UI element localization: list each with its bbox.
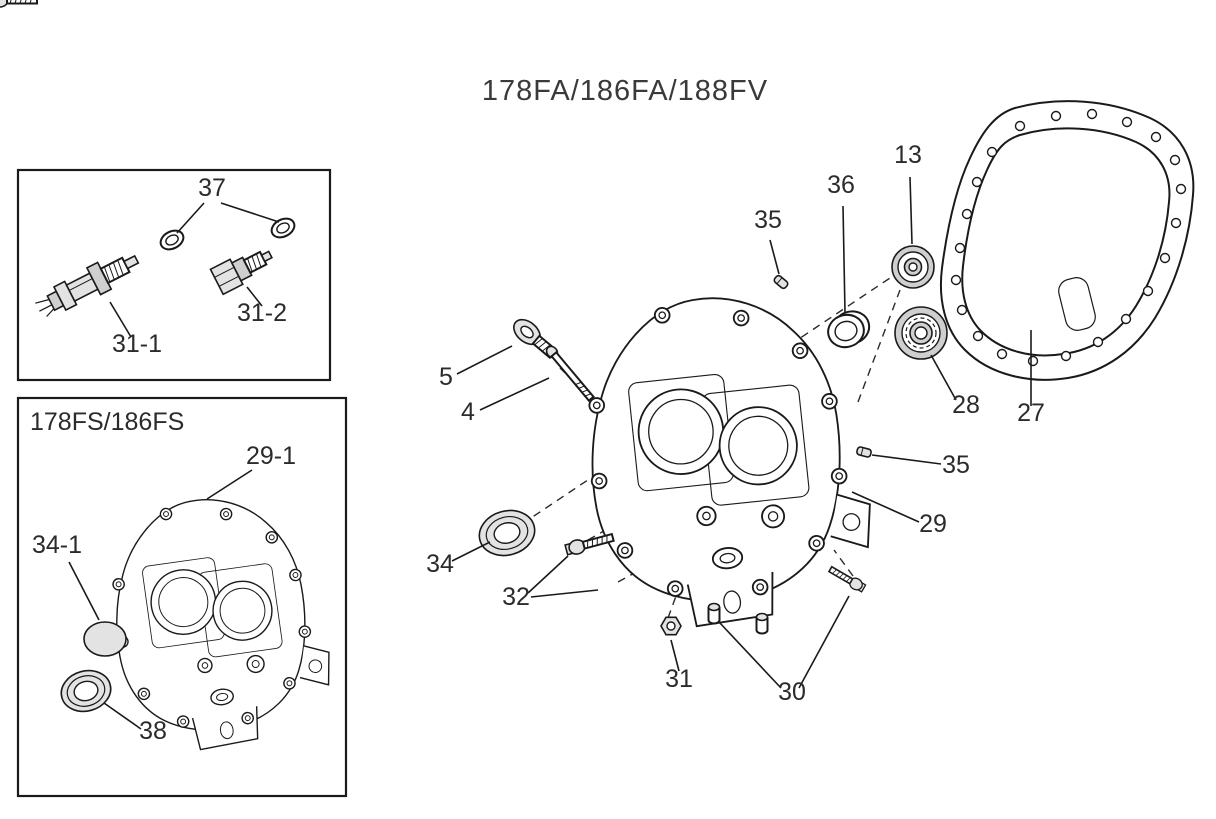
washer-37-left bbox=[159, 229, 185, 251]
inset-box-top: 37 31-1 31-2 bbox=[16, 168, 332, 382]
fs-gear-case-cover-29-1 bbox=[98, 484, 341, 760]
cap-plug-34-1 bbox=[83, 621, 127, 657]
callout-31: 31 bbox=[665, 665, 693, 693]
callout-31-2: 31-2 bbox=[237, 299, 287, 327]
leader-lines-main bbox=[451, 176, 1032, 689]
inset-box-bottom: 178FS/186FS 29-1 34-1 38 bbox=[16, 396, 348, 798]
oil-seal-34 bbox=[478, 509, 536, 557]
callout-34: 34 bbox=[426, 550, 454, 578]
bolt-32 bbox=[0, 0, 38, 8]
bearing-28 bbox=[894, 306, 948, 360]
callout-4: 4 bbox=[461, 398, 475, 426]
bushing-36 bbox=[827, 310, 871, 349]
callout-38: 38 bbox=[139, 717, 167, 745]
leader-lines-inset-top bbox=[109, 202, 280, 338]
stud-4 bbox=[545, 345, 595, 403]
callout-27: 27 bbox=[1017, 399, 1045, 427]
inset-box-title: 178FS/186FS bbox=[30, 408, 184, 436]
callout-35-right: 35 bbox=[942, 451, 970, 479]
gasket-27 bbox=[939, 100, 1195, 381]
callout-32: 32 bbox=[502, 583, 530, 611]
washer-37-right bbox=[270, 217, 296, 239]
bolt-30 bbox=[826, 563, 868, 595]
plug-30 bbox=[707, 602, 721, 625]
callout-36: 36 bbox=[827, 171, 855, 199]
oil-seal-38 bbox=[60, 669, 112, 713]
leader-lines-inset-bottom bbox=[68, 469, 253, 730]
oil-pressure-sensor-31-2 bbox=[209, 250, 273, 296]
nut-31 bbox=[660, 616, 682, 636]
pin-35-top bbox=[772, 273, 790, 291]
bearing-13 bbox=[891, 245, 935, 289]
bolt-32 bbox=[563, 529, 616, 558]
pin-35-right bbox=[855, 445, 873, 459]
callout-35-top: 35 bbox=[754, 206, 782, 234]
callout-29: 29 bbox=[919, 510, 947, 538]
callout-5: 5 bbox=[439, 363, 453, 391]
callout-37: 37 bbox=[198, 174, 226, 202]
plug-30 bbox=[755, 612, 769, 635]
callout-30: 30 bbox=[778, 678, 806, 706]
diagram-title: 178FA/186FA/188FV bbox=[482, 75, 768, 107]
callout-13: 13 bbox=[894, 141, 922, 169]
callout-34-1: 34-1 bbox=[32, 531, 82, 559]
callout-29-1: 29-1 bbox=[246, 442, 296, 470]
callout-labels-main: 5 4 34 32 31 30 35 36 13 28 27 29 35 bbox=[426, 141, 1045, 706]
gasket-bolt-holes bbox=[950, 108, 1187, 367]
oil-pressure-switch-31-1 bbox=[35, 254, 140, 317]
callout-31-1: 31-1 bbox=[112, 330, 162, 358]
callout-28: 28 bbox=[952, 391, 980, 419]
